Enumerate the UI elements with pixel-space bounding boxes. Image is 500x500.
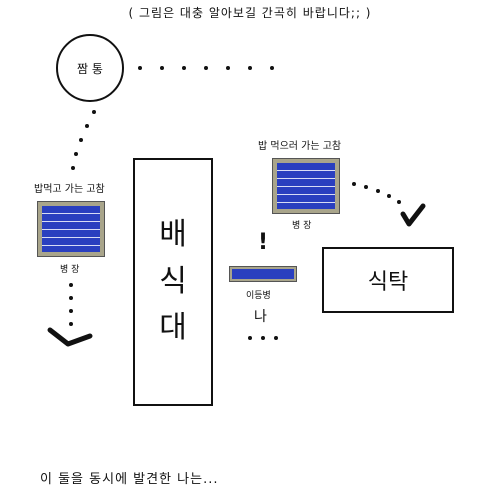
rank-badge-private [229,266,297,282]
rank-label-left: 병 장 [60,265,80,275]
dining-table: 식탁 [322,247,454,313]
left-soldier-caption: 밥먹고 가는 고참 [34,184,105,195]
counter-char-2: 식 [159,263,187,299]
rank-badge-left [37,201,105,257]
table-label: 식탁 [367,270,409,295]
rank-badge-right [272,158,340,214]
footer-caption: 이 둘을 동시에 발견한 나는... [40,472,219,487]
right-soldier-caption: 밥 먹으러 가는 고참 [258,141,342,152]
trash-bin-circle: 짬 통 [56,34,124,102]
exclamation-mark: ! [258,230,269,255]
serving-counter: 배 식 대 [133,158,213,406]
counter-char-1: 배 [159,217,187,253]
rank-label-right: 병 장 [292,221,312,231]
header-note: ( 그림은 대충 알아보길 간곡히 바랍니다;; ) [128,6,372,20]
arrow-down-left-icon [47,327,93,347]
counter-char-3: 대 [159,310,187,346]
me-label: 나 [254,309,267,325]
trash-bin-label: 짬 통 [77,61,103,76]
arrow-down-right-icon [400,203,426,227]
rank-label-private: 이등병 [246,291,271,301]
